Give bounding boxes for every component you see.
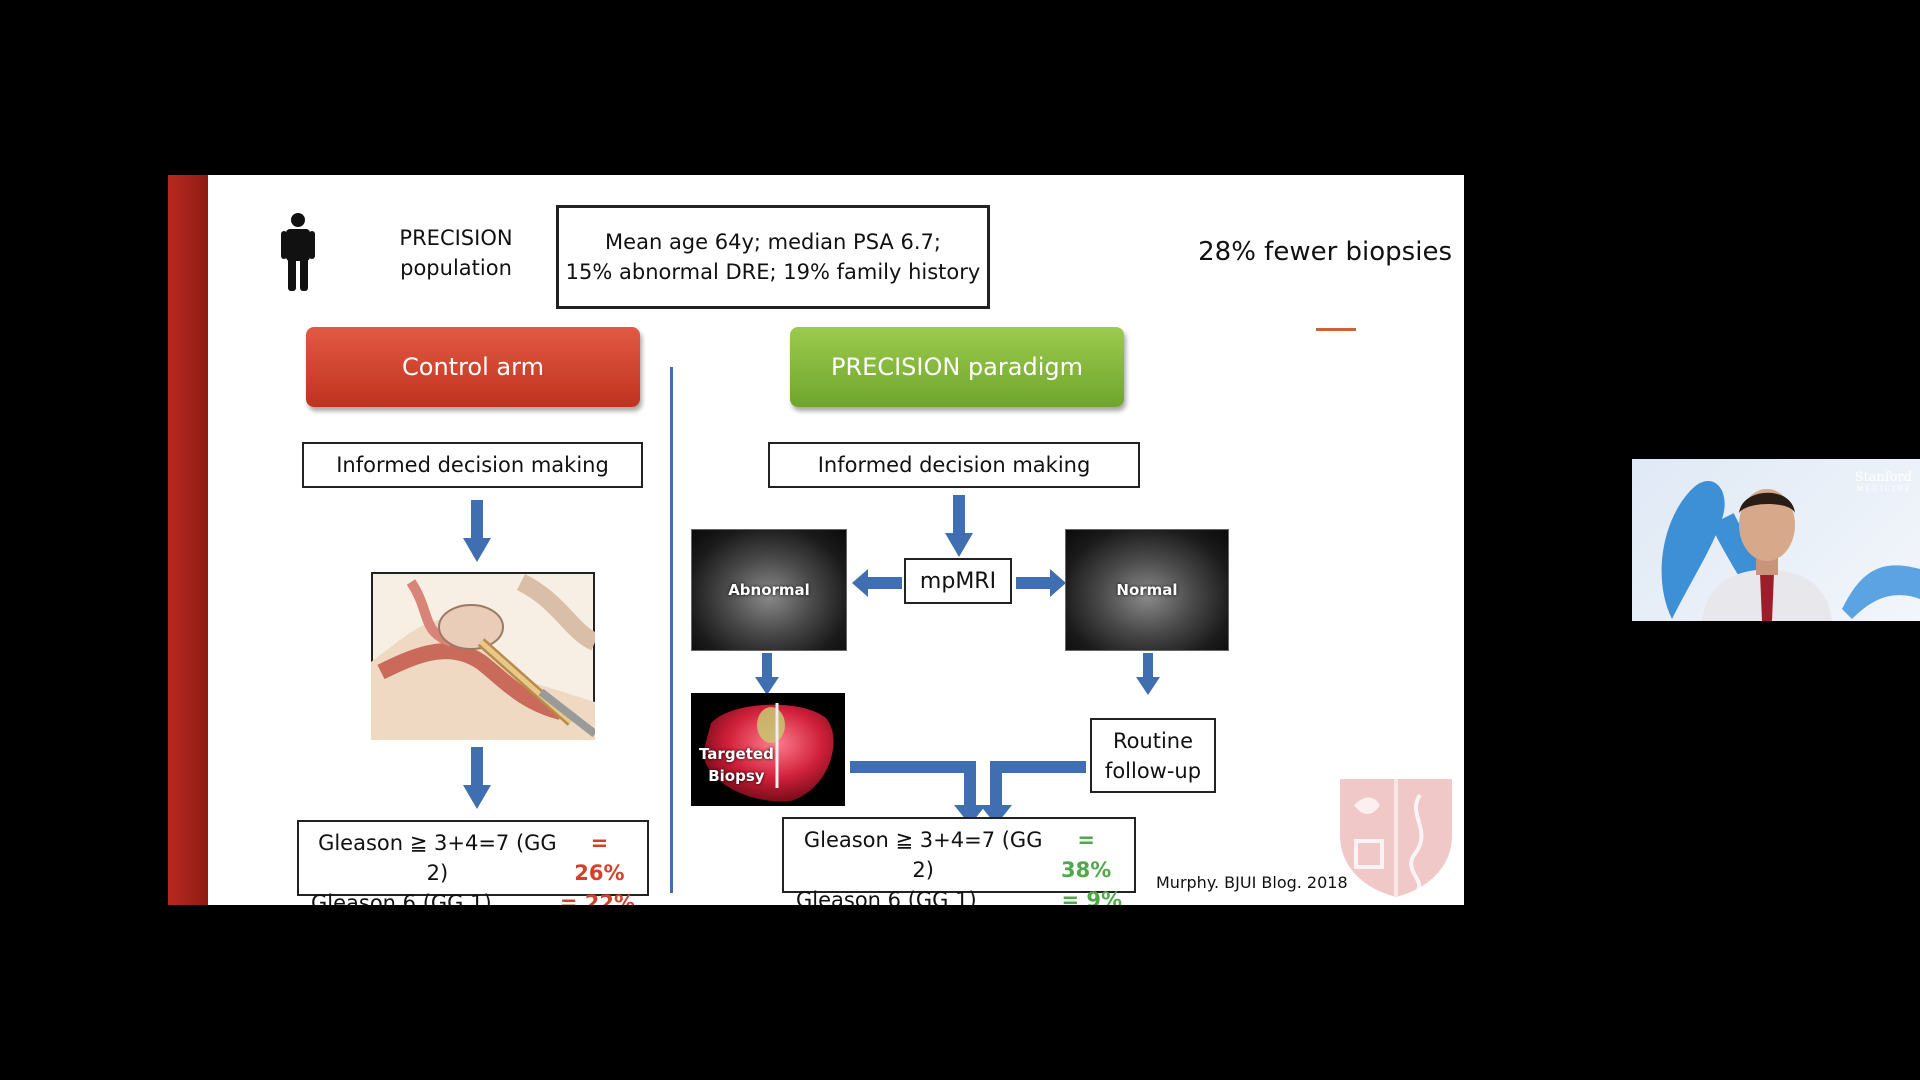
precision-result-gg1-row: Gleason 6 (GG 1) = 9%	[796, 885, 1122, 905]
stanford-brand-line1: Stanford	[1854, 470, 1912, 485]
targeted-biopsy-label-line2: Biopsy	[708, 767, 765, 785]
population-stats-line1: Mean age 64y; median PSA 6.7;	[605, 230, 941, 254]
presenter-figure	[1702, 489, 1832, 621]
abnormal-mri-image: Abnormal	[691, 529, 847, 651]
biopsy-illustration	[371, 572, 595, 740]
arrow-down-icon	[463, 500, 491, 562]
control-result-gg1-row: Gleason 6 (GG 1) = 22%	[311, 888, 635, 905]
targeted-biopsy-label: Targeted Biopsy	[699, 743, 774, 787]
routine-followup-line1: Routine	[1112, 728, 1194, 753]
population-stats-line2: 15% abnormal DRE; 19% family history	[565, 260, 981, 284]
targeted-biopsy-label-line1: Targeted	[699, 745, 774, 763]
routine-followup-box: Routine follow-up	[1090, 718, 1216, 793]
control-result-gg2-row: Gleason ≧ 3+4=7 (GG 2) = 26%	[311, 828, 635, 888]
arrow-right-icon	[1016, 569, 1066, 597]
precision-results-box: Gleason ≧ 3+4=7 (GG 2) = 38% Gleason 6 (…	[782, 817, 1136, 905]
arrow-left-icon	[852, 569, 902, 597]
precision-result-gg2-label: Gleason ≧ 3+4=7 (GG 2)	[803, 828, 1043, 882]
normal-mri-image: Normal	[1065, 529, 1229, 651]
precision-result-gg1-label: Gleason 6 (GG 1)	[796, 888, 977, 905]
targeted-biopsy-image: Targeted Biopsy	[691, 693, 845, 806]
arms-divider	[670, 367, 673, 893]
precision-decision-box: Informed decision making	[768, 442, 1140, 488]
routine-followup-line2: follow-up	[1104, 758, 1202, 783]
arrow-down-icon	[755, 653, 779, 695]
presenter-webcam-video: Stanford MEDICINE	[1632, 459, 1920, 621]
precision-result-gg2-value: = 38%	[1061, 828, 1112, 882]
mpmri-box: mpMRI	[904, 558, 1012, 604]
slide-side-bar	[168, 175, 208, 905]
prostate-graphic	[703, 703, 834, 802]
control-decision-box: Informed decision making	[302, 442, 643, 488]
control-arm-header: Control arm	[306, 327, 640, 407]
arrow-down-icon	[463, 747, 491, 809]
control-result-gg2-label: Gleason ≧ 3+4=7 (GG 2)	[318, 831, 557, 885]
citation-text: Murphy. BJUI Blog. 2018	[1156, 873, 1348, 892]
precision-result-gg1-value: = 9%	[1061, 888, 1122, 905]
headline-fewer-biopsies: 28% fewer biopsies	[1198, 237, 1452, 267]
presentation-slide: PRECISION population Mean age 64y; media…	[168, 175, 1464, 905]
precision-result-gg2-row: Gleason ≧ 3+4=7 (GG 2) = 38%	[796, 825, 1122, 885]
population-label: PRECISION population	[386, 223, 526, 283]
person-icon	[281, 213, 315, 291]
decorative-dash	[1316, 328, 1356, 331]
population-label-line2: population	[400, 256, 512, 280]
precision-paradigm-header: PRECISION paradigm	[790, 327, 1124, 407]
control-results-box: Gleason ≧ 3+4=7 (GG 2) = 26% Gleason 6 (…	[297, 820, 649, 905]
arrow-down-icon	[945, 495, 973, 557]
stanford-medicine-brand: Stanford MEDICINE	[1842, 470, 1912, 494]
population-label-line1: PRECISION	[399, 226, 513, 250]
control-result-gg1-label: Gleason 6 (GG 1)	[311, 891, 492, 905]
arrow-down-icon	[1136, 653, 1160, 695]
population-stats-box: Mean age 64y; median PSA 6.7; 15% abnorm…	[556, 205, 990, 309]
stanford-shield-logo	[1340, 779, 1452, 897]
control-result-gg1-value: = 22%	[559, 891, 635, 905]
control-result-gg2-value: = 26%	[574, 831, 625, 885]
stanford-brand-line2: MEDICINE	[1855, 485, 1912, 493]
